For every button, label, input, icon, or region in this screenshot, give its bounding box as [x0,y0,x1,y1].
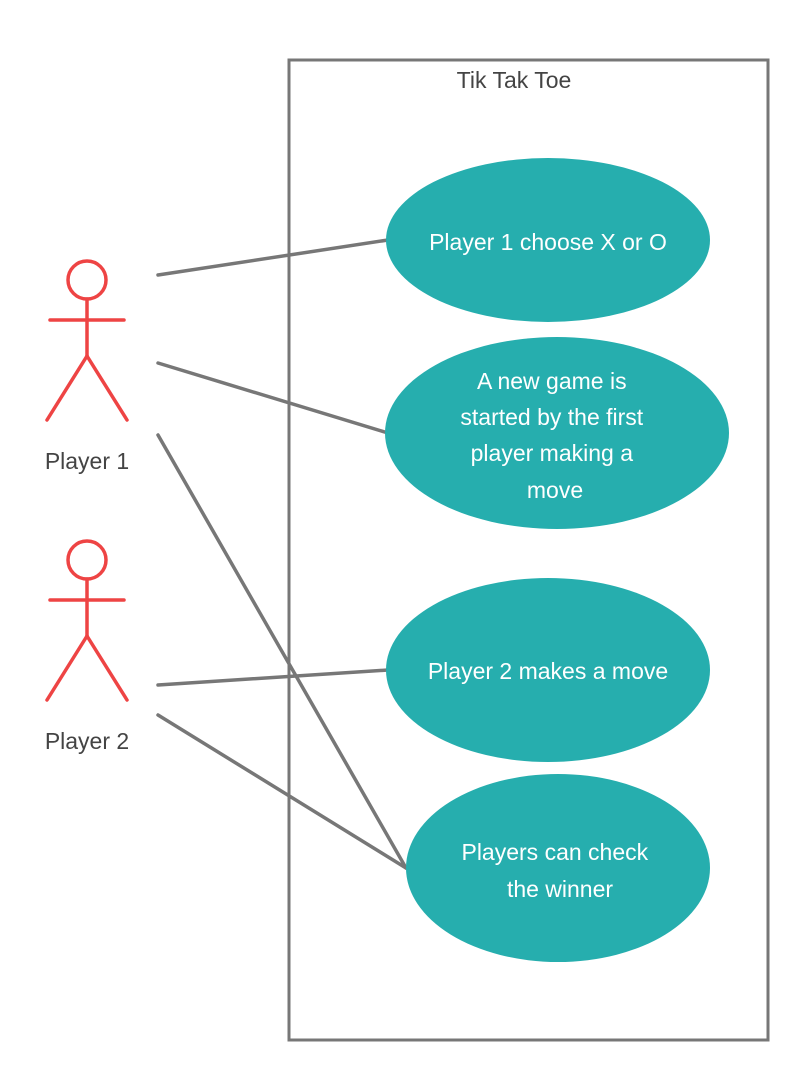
actor-label-player2: Player 2 [45,728,129,754]
actor-label-player1: Player 1 [45,448,129,474]
use-case-label: Players can check the winner [461,839,654,902]
use-case-ellipse [386,578,710,762]
use-case-ellipse [385,337,729,529]
actor-head [66,539,108,581]
use-case-new-game[interactable]: A new game is started by the first playe… [385,337,729,529]
use-case-ellipse [406,774,710,962]
connector-player1-new-game [156,361,390,435]
use-case-choose[interactable]: Player 1 choose X or O [386,158,710,322]
actor-leg-right [85,634,129,702]
connector-player2-check-winner [156,713,408,870]
actor-leg-right [85,354,129,422]
actor-player2[interactable] [45,539,129,702]
connector-player2-move [156,668,390,687]
actor-leg-left [45,634,89,702]
use-case-label: A new game is started by the first playe… [460,368,649,503]
actor-leg-left [45,354,89,422]
use-case-check-winner[interactable]: Players can check the winner [406,774,710,962]
connectors [156,238,408,870]
actor-head [66,259,108,301]
system-title: Tik Tak Toe [457,67,572,93]
actor-player1[interactable] [45,259,129,422]
use-case-ellipse [386,158,710,322]
use-case-label: Player 2 makes a move [428,658,668,684]
system-boundary [287,58,770,1042]
use-case-p2-move[interactable]: Player 2 makes a move [386,578,710,762]
use-case-label: Player 1 choose X or O [429,229,667,255]
connector-player1-choose [156,238,390,277]
connector-player1-check-winner [156,433,408,870]
